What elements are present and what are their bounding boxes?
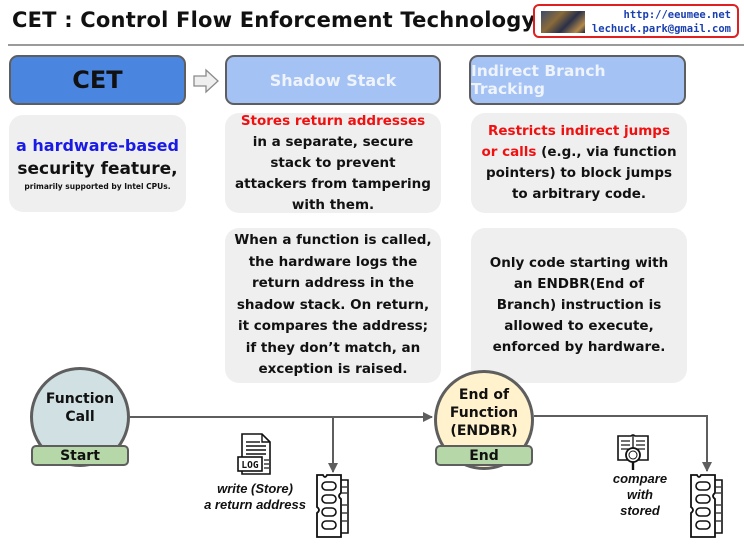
right-arrow-icon: [193, 68, 219, 94]
compare-step-line2: with: [627, 487, 653, 502]
end-tag: End: [435, 445, 533, 466]
end-node-label-line3: (ENDBR): [450, 423, 518, 439]
cet-desc-line3: primarily supported by Intel CPUs.: [24, 181, 171, 191]
contact-url[interactable]: http://eeumee.net: [623, 9, 731, 21]
svg-text:LOG: LOG: [241, 460, 258, 471]
end-node-label-line1: End of: [458, 387, 510, 403]
shadow-stack-summary-card: Stores return addresses in a separate, s…: [225, 113, 441, 213]
ibt-title-box: Indirect Branch Tracking: [469, 55, 686, 105]
write-step-line1: write (Store): [217, 481, 293, 496]
contact-badge: http://eeumee.net lechuck.park@gmail.com: [533, 4, 739, 38]
log-file-icon: LOG: [237, 433, 271, 475]
memory-module-icon: [316, 474, 349, 538]
start-node-label-line1: Function: [45, 391, 115, 407]
page-title: CET : Control Flow Enforcement Technolog…: [12, 8, 536, 32]
end-node-label-line2: Function: [449, 405, 519, 421]
shadow-stack-detail: When a function is called, the hardware …: [234, 232, 432, 378]
cet-desc-line2: security feature,: [17, 158, 178, 179]
cet-desc-line1: a hardware-based: [16, 135, 179, 155]
memory-module-icon: [690, 474, 723, 538]
ibt-title: Indirect Branch Tracking: [471, 62, 606, 98]
compare-step-line3: stored: [620, 503, 660, 518]
ibt-summary-card: Restricts indirect jumps or calls (e.g.,…: [471, 113, 687, 213]
document-magnifier-icon: [617, 434, 649, 470]
compare-step-line1: compare: [612, 471, 668, 486]
ibt-summary: Restricts indirect jumps or calls (e.g.,…: [481, 121, 677, 205]
ibt-summary-text: (e.g., via function pointers) to block j…: [485, 144, 677, 202]
shadow-stack-summary-text: in a separate, secure stack to prevent a…: [235, 133, 431, 213]
shadow-stack-title: Shadow Stack: [269, 70, 397, 90]
shadow-stack-title-box: Shadow Stack: [225, 55, 441, 105]
compare-step-label: compare with stored: [600, 471, 680, 519]
author-avatar: [541, 11, 585, 33]
flow-arrow-to-shadow-stack-compare: [534, 415, 712, 472]
start-tag: Start: [31, 445, 129, 466]
ibt-detail-card: Only code starting with an ENDBR(End of …: [471, 228, 687, 383]
write-step-label: write (Store) a return address: [190, 481, 320, 513]
shadow-stack-detail-card: When a function is called, the hardware …: [225, 228, 441, 383]
title-divider: [8, 44, 744, 46]
contact-email[interactable]: lechuck.park@gmail.com: [591, 23, 731, 35]
cet-title-box: CET: [9, 55, 186, 105]
cet-title: CET: [72, 66, 123, 94]
shadow-stack-summary-highlight: Stores return addresses: [240, 112, 426, 129]
ibt-summary-highlight: Restricts indirect jumps or calls: [481, 123, 671, 160]
ibt-detail: Only code starting with an ENDBR(End of …: [489, 255, 669, 355]
shadow-stack-summary: Stores return addresses in a separate, s…: [233, 111, 433, 216]
start-node-label-line2: Call: [65, 409, 95, 425]
write-step-line2: a return address: [204, 497, 306, 512]
cet-description-card: a hardware-based security feature, prima…: [9, 115, 186, 212]
